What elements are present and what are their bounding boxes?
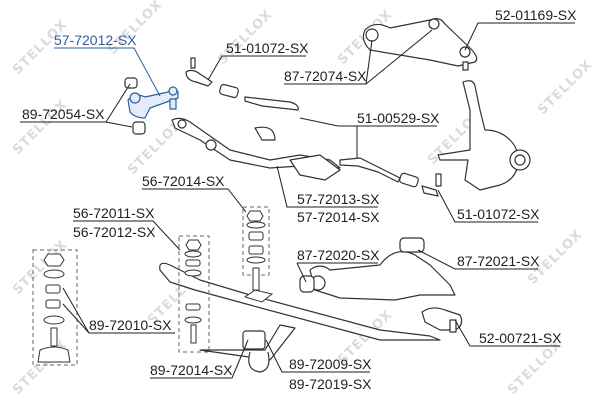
pitman-arm	[127, 86, 179, 119]
part-label-87-72074-sx[interactable]: 87-72074-SX	[284, 68, 367, 84]
part-label-57-72012-sx[interactable]: 57-72012-SX	[54, 32, 137, 48]
part-label-52-01169-sx[interactable]: 52-01169-SX	[495, 7, 577, 23]
part-label-57-72014-sx[interactable]: 57-72014-SX	[297, 209, 380, 225]
part-label-52-00721-sx[interactable]: 52-00721-SX	[479, 330, 562, 346]
part-label-56-72014-sx[interactable]: 56-72014-SX	[142, 173, 225, 189]
part-label-89-72010-sx[interactable]: 89-72010-SX	[89, 317, 172, 333]
part-label-51-01072-sx-top[interactable]: 51-01072-SX	[226, 40, 309, 56]
bushing-upper	[124, 77, 138, 89]
part-label-87-72021-sx[interactable]: 87-72021-SX	[457, 253, 540, 269]
part-label-51-00529-sx[interactable]: 51-00529-SX	[357, 110, 440, 126]
bushing-87-72021	[399, 237, 425, 253]
label-underlines	[20, 22, 575, 379]
part-label-57-72013-sx[interactable]: 57-72013-SX	[297, 191, 380, 207]
part-label-51-01072-sx-bottom[interactable]: 51-01072-SX	[457, 206, 540, 222]
part-label-87-72020-sx[interactable]: 87-72020-SX	[297, 247, 380, 263]
part-label-89-72019-sx[interactable]: 89-72019-SX	[289, 376, 372, 392]
part-label-56-72011-sx[interactable]: 56-72011-SX	[73, 205, 155, 221]
bushing-87-72020	[299, 275, 315, 293]
part-label-89-72014-sx[interactable]: 89-72014-SX	[150, 362, 233, 378]
part-label-89-72009-sx[interactable]: 89-72009-SX	[289, 356, 372, 372]
bushing-lower	[132, 121, 146, 135]
part-label-89-72054-sx[interactable]: 89-72054-SX	[22, 106, 105, 122]
part-label-56-72012-sx[interactable]: 56-72012-SX	[73, 224, 156, 240]
